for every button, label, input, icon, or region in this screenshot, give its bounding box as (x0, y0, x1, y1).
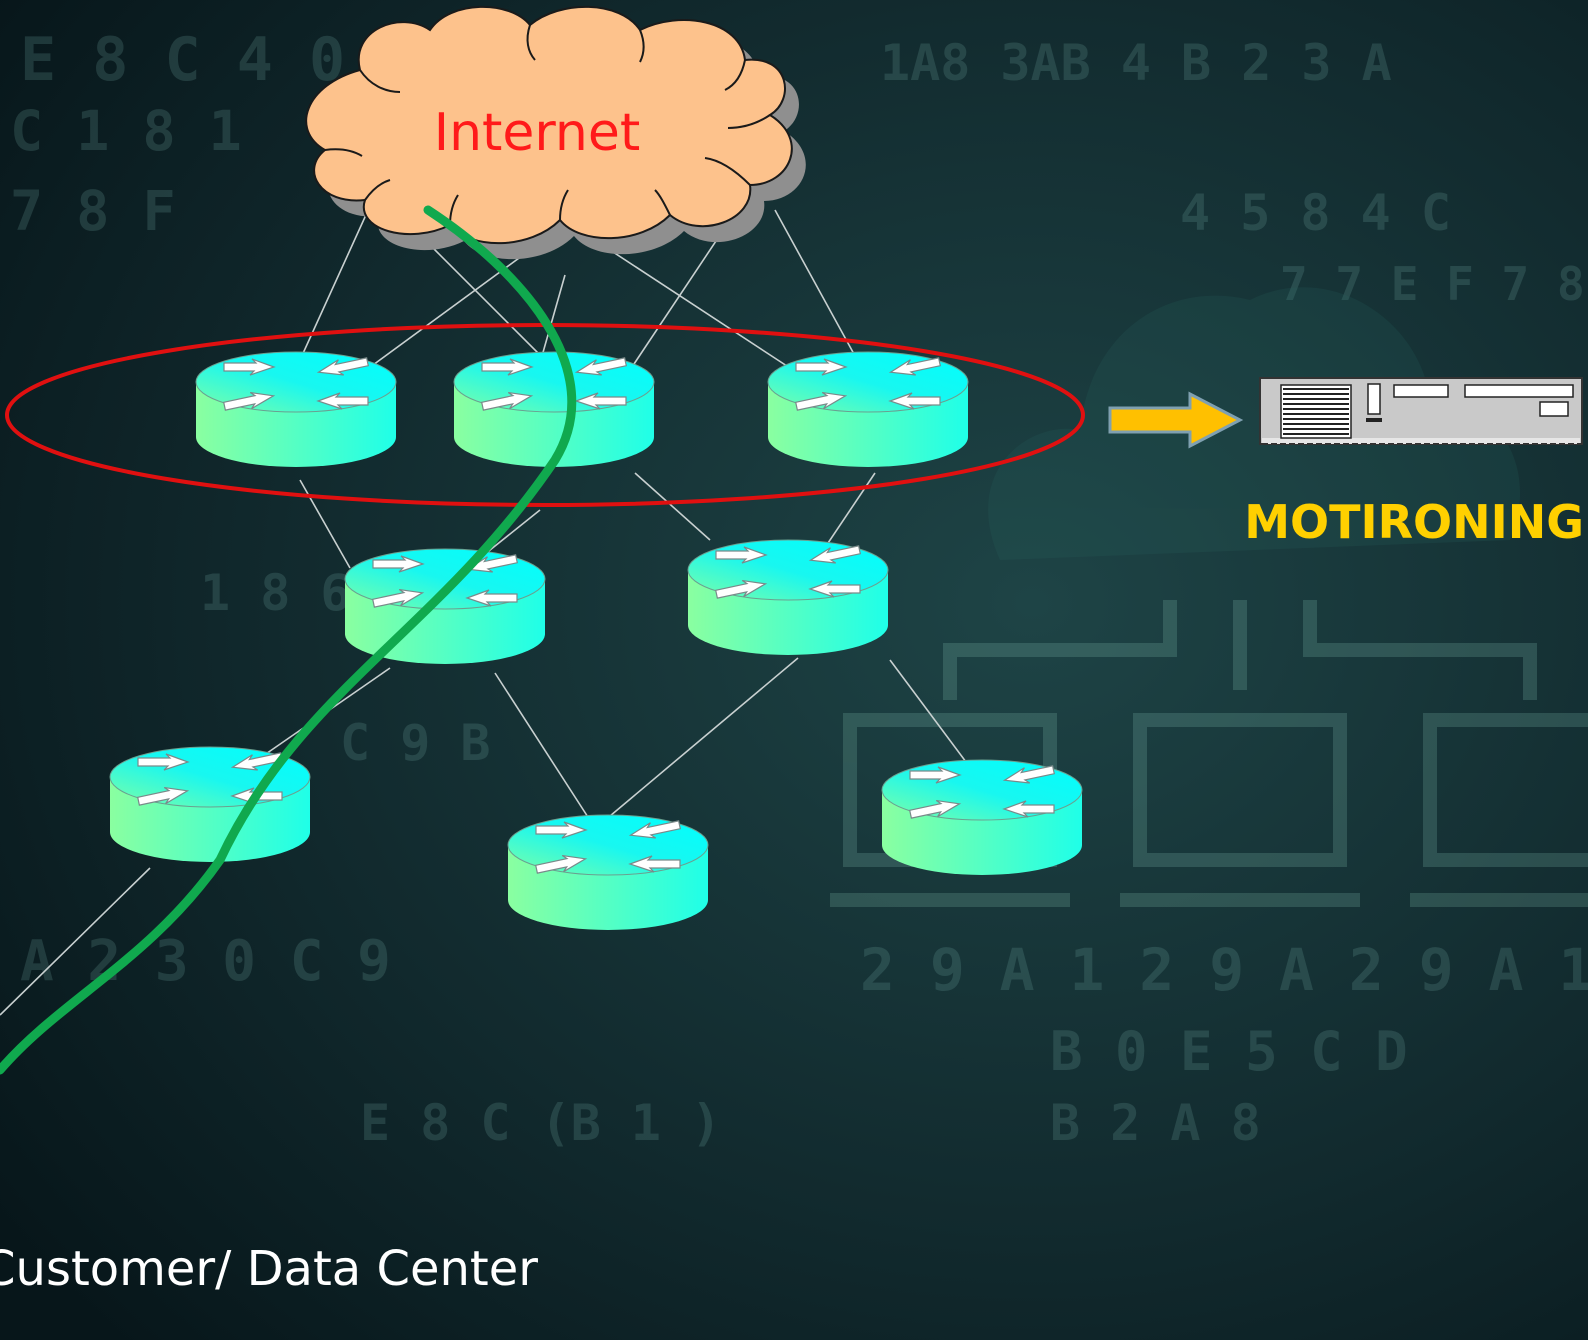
svg-text:2 9 A 1 2 9 A 2 9 A 1 2: 2 9 A 1 2 9 A 2 9 A 1 2 (860, 936, 1588, 1004)
svg-text:4 5 8 4 C: 4 5 8 4 C (1180, 184, 1451, 242)
cloud-label: Internet (434, 103, 640, 163)
router-icon (453, 351, 655, 468)
router-icon (507, 814, 709, 931)
svg-text:1 8 6: 1 8 6 (200, 564, 351, 622)
router-icon (344, 548, 546, 665)
monitoring-label: MOTIRONING (1244, 495, 1584, 549)
traffic-path (0, 205, 577, 1075)
svg-text:E 8 C 4 0: E 8 C 4 0 (20, 25, 345, 95)
internet-cloud: Internet (305, 5, 806, 260)
svg-text:7 8 F: 7 8 F (10, 179, 176, 243)
svg-text:B 0 E 5 C D: B 0 E 5 C D (1050, 1020, 1408, 1083)
svg-text:C 1 8 1: C 1 8 1 (10, 99, 242, 163)
router-icon (687, 539, 889, 656)
background-cloud-network (830, 287, 1588, 907)
arrow-right-icon (1108, 391, 1244, 449)
background-hex-pattern: E 8 C 4 0 1A8 3AB 4 B 2 3 A C 1 8 1 7 8 … (10, 25, 1588, 1152)
svg-text:E 8 C (B 1 ): E 8 C (B 1 ) (360, 1094, 721, 1152)
router-icon (195, 351, 397, 468)
svg-text:1A8 3AB 4 B 2 3 A: 1A8 3AB 4 B 2 3 A (880, 34, 1392, 92)
svg-text:A 2 3 0 C 9: A 2 3 0 C 9 (20, 929, 391, 994)
svg-text:C 9 B: C 9 B (340, 714, 491, 772)
server-icon (1259, 377, 1583, 445)
router-icon (881, 759, 1083, 876)
svg-text:B 2 A 8: B 2 A 8 (1050, 1094, 1261, 1152)
customer-label: Customer/ Data Center (0, 1241, 538, 1297)
router-icon (767, 351, 969, 468)
svg-text:7 7 E F 7 8: 7 7 E F 7 8 (1280, 257, 1585, 311)
